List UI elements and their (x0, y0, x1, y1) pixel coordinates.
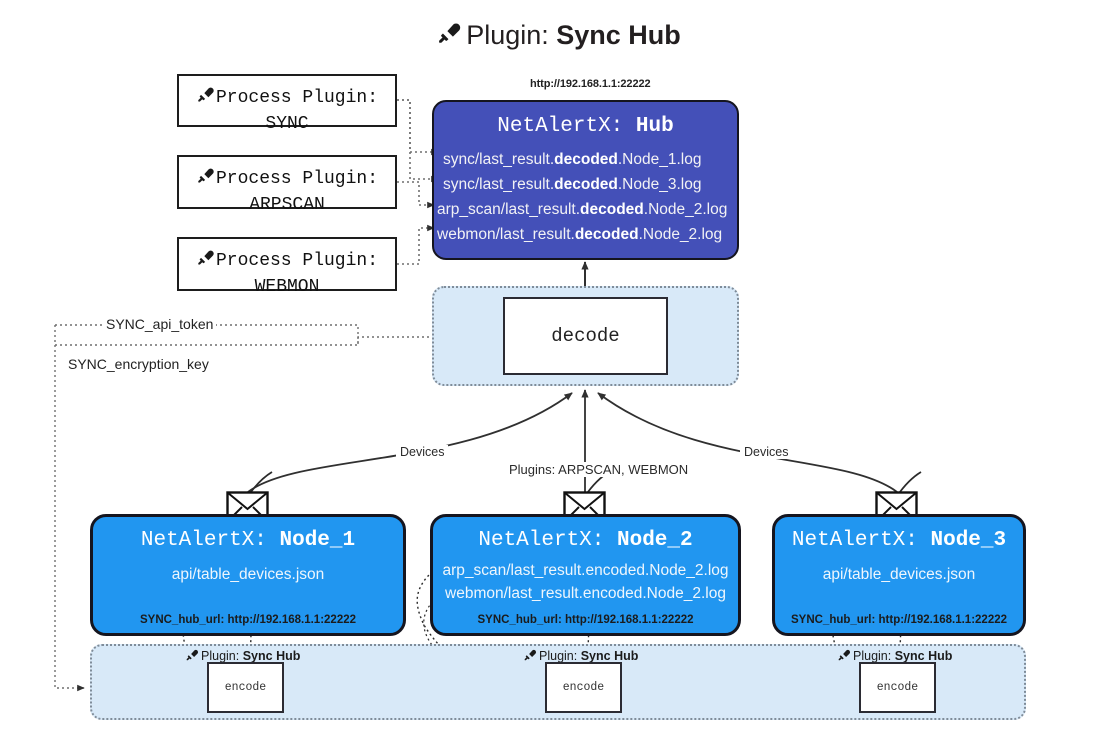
hub-app: NetAlertX: (497, 115, 624, 138)
hub-name: Hub (635, 115, 674, 138)
node-hub-url-label: SYNC_hub_url: http://192.168.1.1:22222 (477, 614, 694, 626)
encode-box-node1[interactable]: encode (207, 662, 284, 713)
edge-label-right-devices: Devices (740, 445, 793, 459)
strip-plugin-label-node3: Plugin: Sync Hub (837, 646, 952, 663)
process-plugin-box-webmon[interactable]: Process Plugin: WEBMON (177, 237, 397, 297)
node-app: NetAlertX: (140, 529, 267, 552)
node-line: api/table_devices.json (171, 566, 325, 583)
hub-log-row: webmon/last_result.decoded.Node_2.log (437, 226, 723, 243)
encode-box-node3[interactable]: encode (859, 662, 936, 713)
node-name: Node_2 (617, 529, 693, 552)
plug-icon (837, 648, 851, 665)
plug-icon (523, 648, 537, 665)
plug-icon (436, 20, 462, 54)
node-app: NetAlertX: (791, 529, 918, 552)
node-name: Node_1 (279, 529, 356, 552)
process-plugin-name: SYNC (265, 114, 309, 134)
edge-encryption-key-to-strips (54, 345, 85, 692)
plug-icon (196, 85, 215, 113)
node-hub-url-label: SYNC_hub_url: http://192.168.1.1:22222 (139, 614, 357, 626)
process-plugin-name: WEBMON (254, 277, 320, 297)
node-box-node3[interactable]: NetAlertX: Node_3 api/table_devices.json… (772, 514, 1026, 636)
page-title: Plugin: Sync Hub (0, 18, 1117, 52)
node-line: arp_scan/last_result.encoded.Node_2.log (442, 562, 729, 579)
process-plugin-name: ARPSCAN (249, 195, 325, 215)
decode-box[interactable]: decode (503, 297, 668, 375)
edge-node1-to-decode (247, 392, 573, 493)
node-line: webmon/last_result.encoded.Node_2.log (445, 585, 726, 602)
hub-log-row: sync/last_result.decoded.Node_3.log (443, 176, 702, 193)
process-plugin-box-sync[interactable]: Process Plugin: SYNC (177, 74, 397, 134)
edge-label-center-plugins: Plugins: ARPSCAN, WEBMON (505, 462, 693, 477)
plug-icon (185, 648, 199, 665)
process-plugin-box-arpscan[interactable]: Process Plugin: ARPSCAN (177, 155, 397, 215)
strip-plugin-label-node2: Plugin: Sync Hub (523, 646, 638, 663)
param-label-encryption-key: SYNC_encryption_key (65, 356, 212, 372)
hub-header: NetAlertX: Hub (434, 115, 737, 138)
hub-log-row: sync/last_result.decoded.Node_1.log (443, 151, 702, 168)
process-plugin-label: Process Plugin: (215, 169, 379, 189)
plug-icon (196, 166, 215, 194)
node-box-node2[interactable]: NetAlertX: Node_2 arp_scan/last_result.e… (430, 514, 741, 636)
hub-url-label: http://192.168.1.1:22222 (530, 78, 651, 90)
node-box-node1[interactable]: NetAlertX: Node_1 api/table_devices.json… (90, 514, 406, 636)
node-line: api/table_devices.json (822, 566, 976, 583)
node-header: NetAlertX: Node_3 (775, 529, 1023, 552)
edge-node3-to-decode (597, 392, 898, 493)
hub-box[interactable]: NetAlertX: Hub sync/last_result.decoded.… (432, 100, 739, 260)
edge-arpscan-to-hub-row3 (397, 181, 435, 209)
encode-box-node2[interactable]: encode (545, 662, 622, 713)
process-plugin-label: Process Plugin: (215, 88, 379, 108)
plug-icon (196, 248, 215, 276)
node-header: NetAlertX: Node_2 (433, 529, 738, 552)
edge-label-left-devices: Devices (396, 445, 449, 459)
hub-log-row: arp_scan/last_result.decoded.Node_2.log (437, 201, 728, 218)
hub-log-list: sync/last_result.decoded.Node_1.log sync… (434, 147, 737, 247)
process-plugin-label: Process Plugin: (215, 251, 379, 271)
node-app: NetAlertX: (478, 529, 605, 552)
node-name: Node_3 (930, 529, 1007, 552)
node-header: NetAlertX: Node_1 (93, 529, 403, 552)
strip-plugin-label-node1: Plugin: Sync Hub (185, 646, 300, 663)
title-prefix: Plugin: (466, 20, 549, 50)
param-label-api-token: SYNC_api_token (103, 316, 217, 332)
title-name: Sync Hub (556, 20, 681, 50)
edge-webmon-to-hub-row4 (397, 224, 435, 265)
node-hub-url-label: SYNC_hub_url: http://192.168.1.1:22222 (790, 614, 1008, 626)
